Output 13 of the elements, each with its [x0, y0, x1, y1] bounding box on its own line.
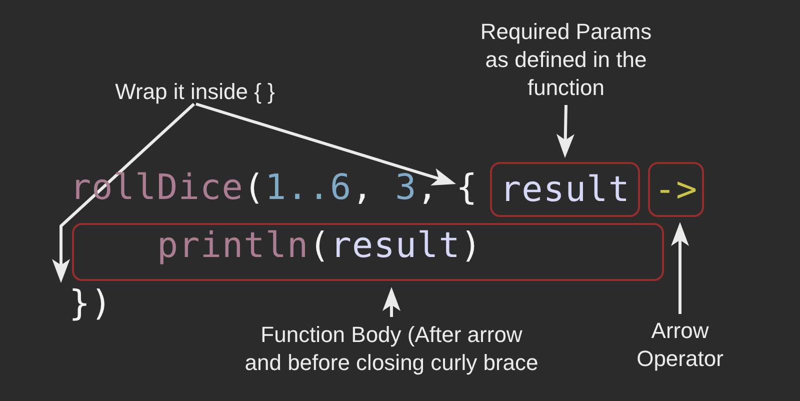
arrow [556, 104, 574, 158]
arrow [382, 287, 400, 317]
parameter-highlight: result [490, 162, 640, 217]
annotation-text: Wrap it inside { } [112, 78, 278, 104]
arrow [196, 102, 456, 186]
annotation-text: Arrow Operator [630, 317, 730, 373]
function-body-highlight: println(result) [72, 223, 664, 281]
annotation-text: Required Params as defined in the function [476, 18, 656, 102]
annotation-text: Function Body (After arrow and before closing curly brace [242, 321, 541, 377]
closing-brackets: }) [58, 284, 116, 324]
opening-brace: { [454, 168, 480, 208]
arrow [671, 222, 689, 314]
operator-highlight: -> [648, 162, 704, 217]
